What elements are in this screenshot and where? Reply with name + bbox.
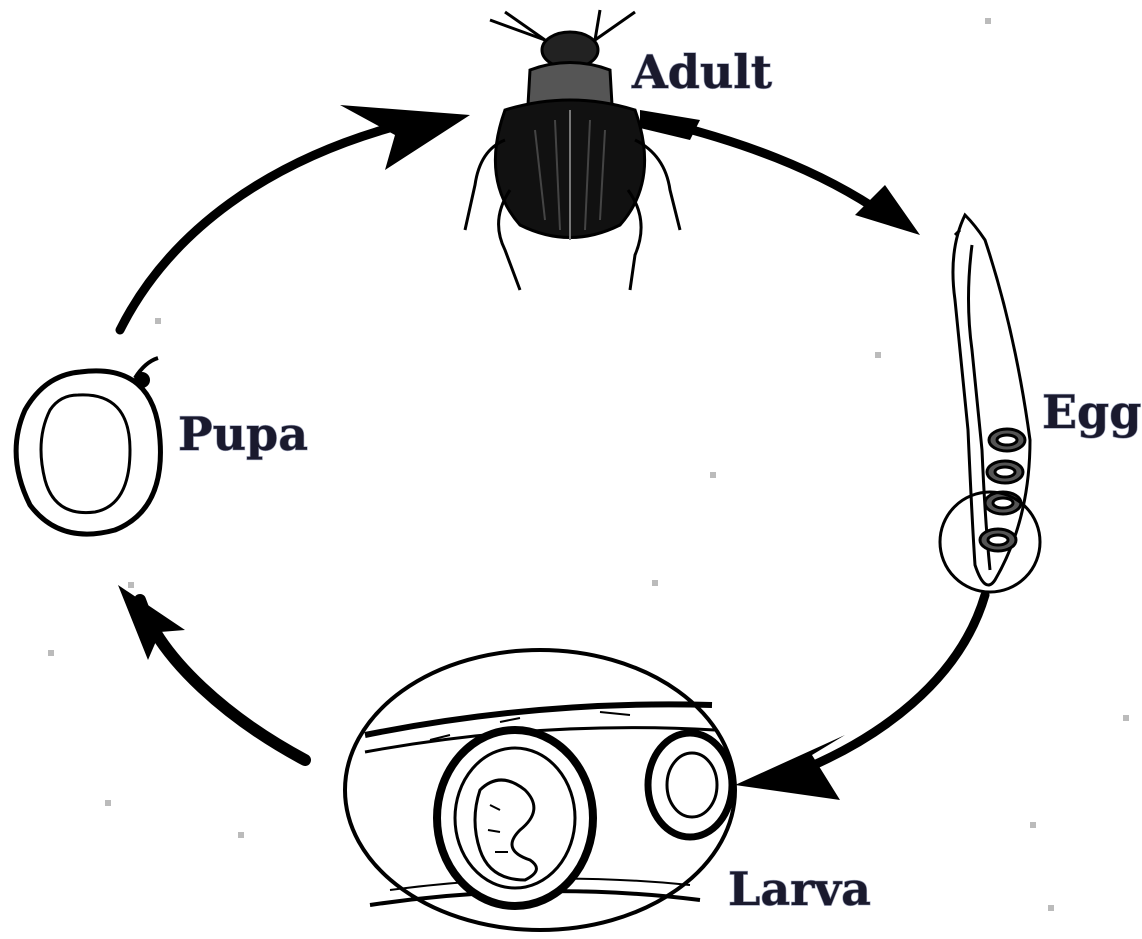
arrow-adult-to-egg bbox=[640, 110, 920, 235]
seed-pod-icon bbox=[940, 215, 1040, 592]
pupa-icon bbox=[16, 358, 160, 534]
arrow-larva-to-pupa bbox=[118, 585, 305, 760]
egg-label: Egg bbox=[1042, 385, 1141, 439]
adult-label: Adult bbox=[631, 45, 773, 99]
arrow-egg-to-larva bbox=[735, 595, 985, 800]
larva-label: Larva bbox=[728, 862, 871, 916]
arrow-pupa-to-adult bbox=[120, 105, 470, 330]
pupa-label: Pupa bbox=[178, 407, 308, 461]
larva-in-seed-icon bbox=[345, 650, 735, 930]
